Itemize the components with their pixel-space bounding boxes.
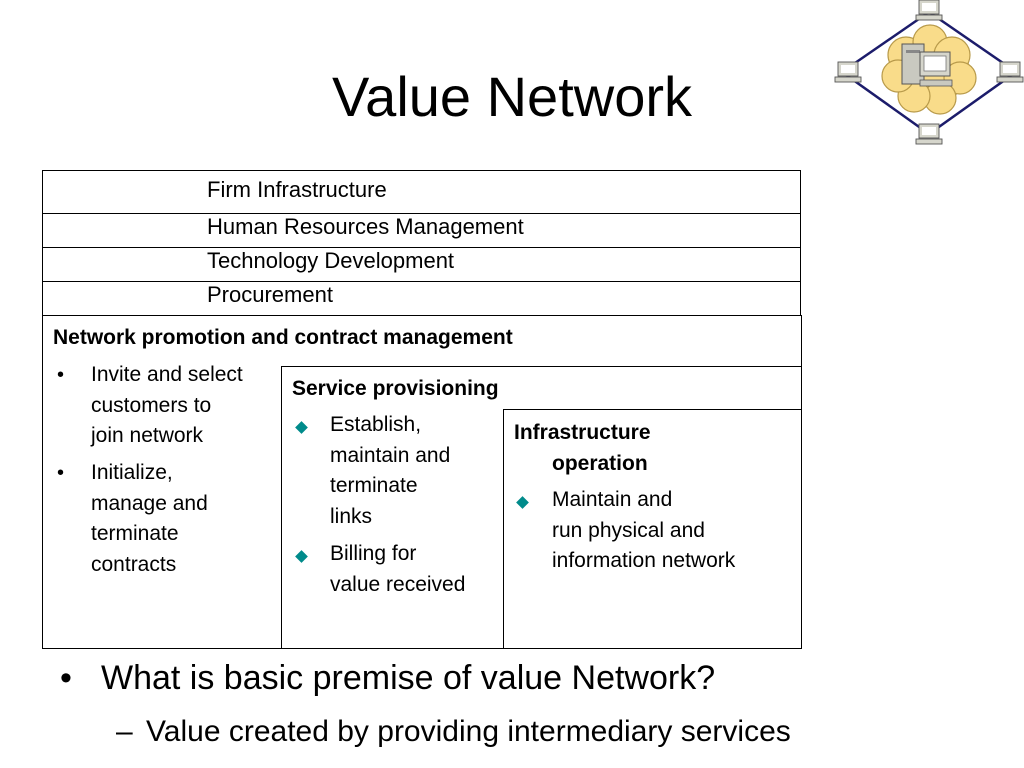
heading-line: operation <box>552 451 648 475</box>
network-computers-icon <box>834 0 1024 145</box>
diamond-bullet-icon <box>295 550 308 563</box>
item-line: run physical and <box>552 518 705 542</box>
answer-text: Value created by providing intermediary … <box>146 715 791 748</box>
bullet-dot: • <box>57 364 65 386</box>
service-provisioning-item: Establish, maintain and terminate links <box>330 410 450 532</box>
diamond-bullet-icon <box>516 496 529 509</box>
item-line: links <box>330 504 373 528</box>
network-promotion-item: • Invite and select customers to join ne… <box>57 360 243 452</box>
question-bullet: • <box>60 659 72 697</box>
item-line: Establish, <box>330 413 422 436</box>
answer-dash: – <box>116 715 133 748</box>
infrastructure-operation-box: Infrastructure operation Maintain and ru… <box>503 409 802 649</box>
network-promotion-heading: Network promotion and contract managemen… <box>53 326 513 349</box>
item-line: terminate <box>91 522 179 545</box>
item-line: value received <box>330 572 466 596</box>
item-line: Billing for <box>330 542 417 565</box>
item-line: customers to <box>91 393 212 417</box>
item-line: Invite and select <box>91 363 243 386</box>
support-row-human-resources: Human Resources Management <box>42 213 801 248</box>
support-label: Human Resources Management <box>207 214 524 239</box>
item-line: terminate <box>330 474 418 497</box>
support-label: Technology Development <box>207 248 455 273</box>
support-row-technology-development: Technology Development <box>42 247 801 282</box>
item-line: manage and <box>91 491 208 515</box>
diamond-bullet-icon <box>295 421 308 434</box>
support-row-procurement: Procurement <box>42 281 801 317</box>
service-provisioning-heading: Service provisioning <box>292 377 499 400</box>
item-line: information network <box>552 549 736 572</box>
item-line: join network <box>91 424 204 447</box>
infrastructure-operation-item: Maintain and run physical and informatio… <box>552 485 735 577</box>
service-provisioning-item: Billing for value received <box>330 539 465 600</box>
support-row-firm-infrastructure: Firm Infrastructure <box>42 170 801 214</box>
infrastructure-operation-heading: Infrastructure operation <box>514 418 651 479</box>
item-line: contracts <box>91 552 177 576</box>
slide-title: Value Network <box>331 65 692 128</box>
support-label: Procurement <box>207 282 333 307</box>
item-line: Initialize, <box>91 461 173 484</box>
question-text: What is basic premise of value Network? <box>101 659 716 697</box>
bullet-dot: • <box>57 462 65 484</box>
item-line: Maintain and <box>552 488 673 511</box>
heading-line: Infrastructure <box>514 421 651 444</box>
item-line: maintain and <box>330 443 451 467</box>
network-promotion-item: • Initialize, manage and terminate contr… <box>57 458 208 580</box>
support-label: Firm Infrastructure <box>207 177 387 202</box>
